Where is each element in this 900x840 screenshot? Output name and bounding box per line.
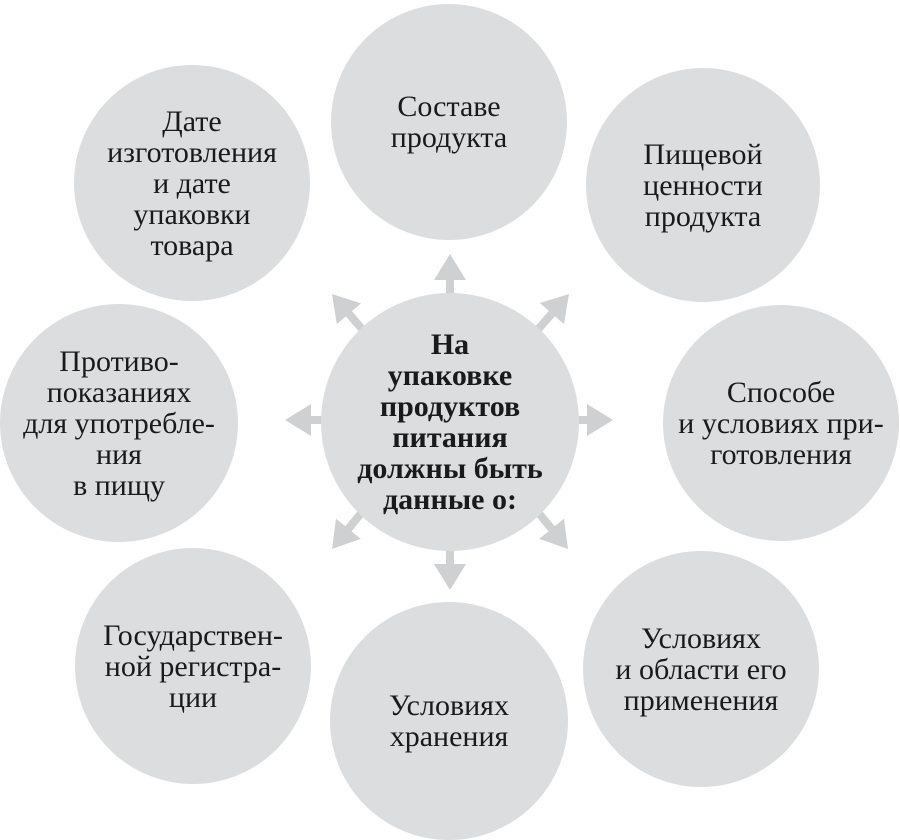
node-line: ции bbox=[168, 680, 218, 714]
node-nutritional-value: Пищевой ценности продукта bbox=[586, 68, 820, 302]
arrow-up-icon bbox=[434, 254, 466, 330]
node-composition: Составе продукта bbox=[331, 4, 567, 240]
node-line: и дате bbox=[153, 166, 231, 200]
node-line: ценности bbox=[643, 168, 763, 202]
node-line: ной регистра- bbox=[104, 649, 282, 683]
node-line: и области его bbox=[615, 652, 787, 686]
node-line: изготовления bbox=[107, 135, 277, 169]
node-state-registration: Государствен- ной регистра- ции bbox=[75, 548, 311, 784]
node-line: применения bbox=[623, 683, 779, 717]
node-line: упаковки bbox=[133, 197, 251, 231]
node-line: Составе bbox=[397, 90, 501, 123]
node-line: Условиях bbox=[389, 689, 509, 722]
node-usage-conditions: Условиях и области его применения bbox=[583, 551, 819, 787]
node-preparation: Способе и условиях при- готовления bbox=[663, 305, 899, 541]
node-line: товара bbox=[150, 228, 234, 262]
node-line: Пищевой bbox=[643, 137, 763, 171]
center-line: На bbox=[430, 328, 470, 361]
node-line: показаниях bbox=[46, 375, 192, 409]
center-line: данные о: bbox=[383, 483, 517, 516]
node-line: и условиях при- bbox=[678, 406, 884, 440]
node-production-date: Дате изготовления и дате упаковки товара bbox=[74, 65, 310, 301]
center-line: продуктов bbox=[379, 390, 521, 423]
center-line: питания bbox=[392, 421, 508, 454]
node-line: готовления bbox=[710, 437, 852, 471]
node-line: Дате bbox=[162, 104, 222, 138]
node-line: Противо- bbox=[59, 344, 179, 378]
node-line: продукта bbox=[644, 199, 762, 233]
center-line: упаковке bbox=[387, 359, 513, 392]
center-node: На упаковке продуктов питания должны быт… bbox=[321, 293, 579, 551]
center-line: должны быть bbox=[357, 452, 543, 485]
node-line: хранения bbox=[389, 720, 509, 753]
node-contraindications: Противо- показаниях для употребле- ния в… bbox=[0, 304, 238, 542]
node-line: ния bbox=[96, 437, 142, 471]
node-storage: Условиях хранения bbox=[330, 602, 568, 840]
node-line: Условиях bbox=[641, 621, 761, 655]
node-line: Государствен- bbox=[103, 618, 283, 652]
node-line: в пищу bbox=[73, 468, 165, 502]
node-line: Способе bbox=[726, 375, 836, 409]
node-line: для употребле- bbox=[23, 406, 215, 440]
node-line: продукта bbox=[390, 121, 508, 154]
